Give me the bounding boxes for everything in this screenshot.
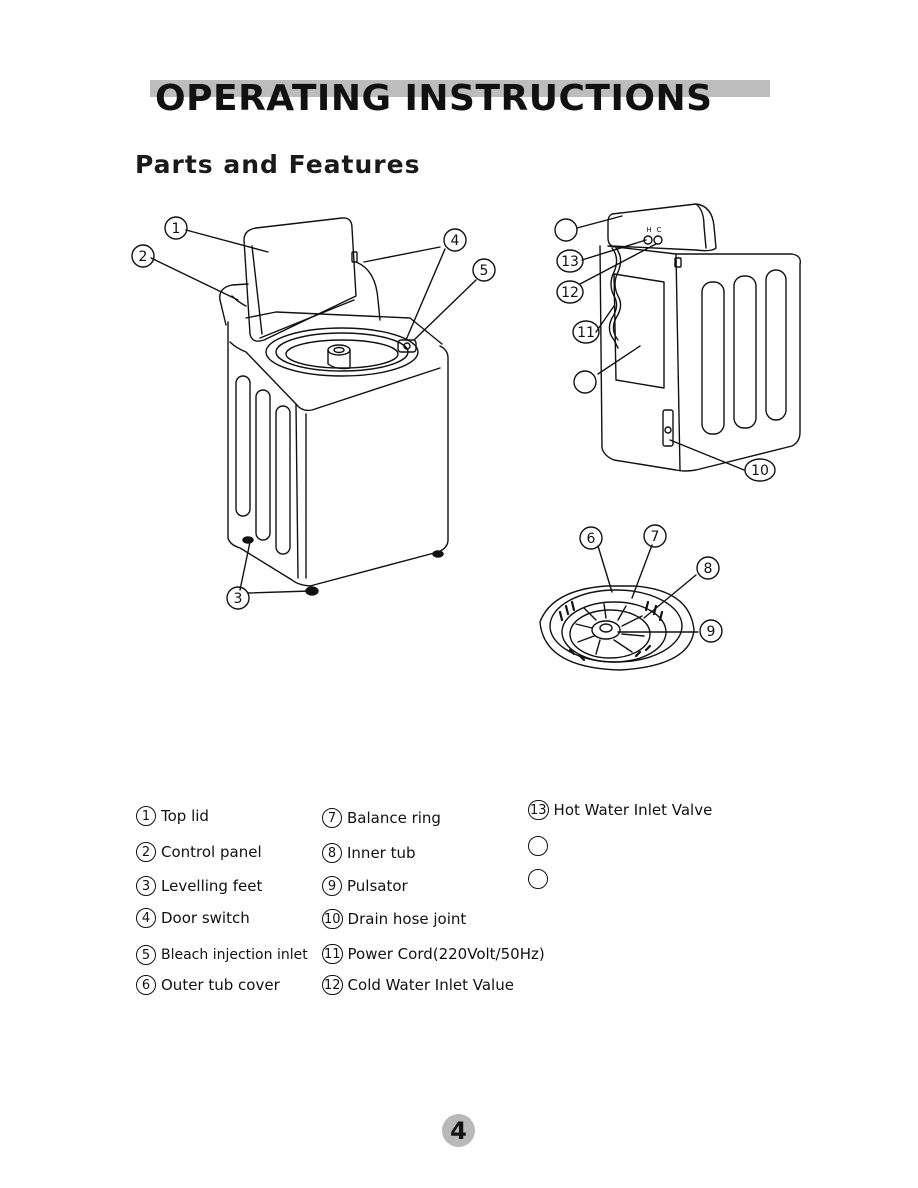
callout-3: 3	[234, 591, 243, 607]
callout-12: 12	[561, 285, 579, 301]
legend-item: 8 Inner tub	[322, 843, 416, 863]
callout-10: 10	[751, 463, 769, 479]
legend-item	[528, 836, 553, 856]
section-title: Parts and Features	[135, 150, 421, 179]
legend-item: 5 Bleach injection inlet	[136, 945, 308, 965]
legend-label: Top lid	[161, 807, 209, 825]
legend-item: 10 Drain hose joint	[322, 909, 466, 929]
back-leader-lines	[576, 215, 745, 471]
front-leader-lines	[150, 229, 477, 594]
tub-detail-illustration	[539, 585, 695, 671]
washer-front-illustration	[219, 217, 449, 596]
legend-label: Inner tub	[347, 844, 416, 862]
legend-number: 1	[136, 806, 156, 826]
legend-label: Door switch	[161, 909, 250, 927]
legend-label: Hot Water Inlet Valve	[553, 801, 713, 819]
legend-item: 11 Power Cord(220Volt/50Hz)	[322, 944, 545, 964]
legend-number: 9	[322, 876, 342, 896]
cold-valve-label: C	[657, 226, 662, 234]
callout-2: 2	[139, 249, 148, 265]
legend-item: 2 Control panel	[136, 842, 262, 862]
legend-item: 9 Pulsator	[322, 876, 408, 896]
legend-label: Control panel	[161, 843, 262, 861]
legend-label: Drain hose joint	[347, 910, 467, 928]
legend-label: Outer tub cover	[161, 976, 280, 994]
legend-item: 3 Levelling feet	[136, 876, 262, 896]
washer-back-illustration	[599, 203, 802, 472]
legend-number: 7	[322, 808, 342, 828]
hot-valve-label: H	[646, 226, 651, 234]
page-number: 4	[442, 1114, 475, 1147]
callout-7: 7	[651, 529, 660, 545]
callout-11: 11	[577, 325, 595, 341]
legend-number: 11	[322, 944, 343, 964]
legend-item: 1 Top lid	[136, 806, 209, 826]
legend-label: Levelling feet	[161, 877, 263, 895]
legend-number: 2	[136, 842, 156, 862]
legend-label: Bleach injection inlet	[161, 947, 308, 963]
legend-number: 12	[322, 975, 343, 995]
legend-label: Cold Water Inlet Value	[347, 976, 514, 994]
tub-leader-lines	[597, 544, 699, 633]
legend-label: Balance ring	[347, 809, 441, 827]
legend-label: Pulsator	[347, 877, 408, 895]
callout-circles	[131, 216, 776, 643]
legend-number	[528, 869, 548, 889]
callout-6: 6	[587, 531, 596, 547]
legend-number: 13	[528, 800, 549, 820]
legend-item: 12 Cold Water Inlet Value	[322, 975, 514, 995]
header-bar	[150, 80, 770, 97]
callout-5: 5	[480, 263, 489, 279]
callout-13: 13	[561, 254, 579, 270]
legend-number: 8	[322, 843, 342, 863]
legend-item: 7 Balance ring	[322, 808, 441, 828]
callout-9: 9	[707, 624, 716, 640]
callout-8: 8	[704, 561, 713, 577]
legend-number: 3	[136, 876, 156, 896]
page-title: OPERATING INSTRUCTIONS	[155, 78, 713, 119]
legend-number: 6	[136, 975, 156, 995]
legend-number: 10	[322, 909, 343, 929]
legend-number	[528, 836, 548, 856]
legend-number: 5	[136, 945, 156, 965]
callout-4: 4	[451, 233, 460, 249]
legend-label: Power Cord(220Volt/50Hz)	[347, 945, 545, 963]
legend-number: 4	[136, 908, 156, 928]
legend-item: 4 Door switch	[136, 908, 250, 928]
legend-item: 13 Hot Water Inlet Valve	[528, 800, 712, 820]
callout-1: 1	[172, 221, 181, 237]
legend-item: 6 Outer tub cover	[136, 975, 280, 995]
legend-item	[528, 869, 553, 889]
